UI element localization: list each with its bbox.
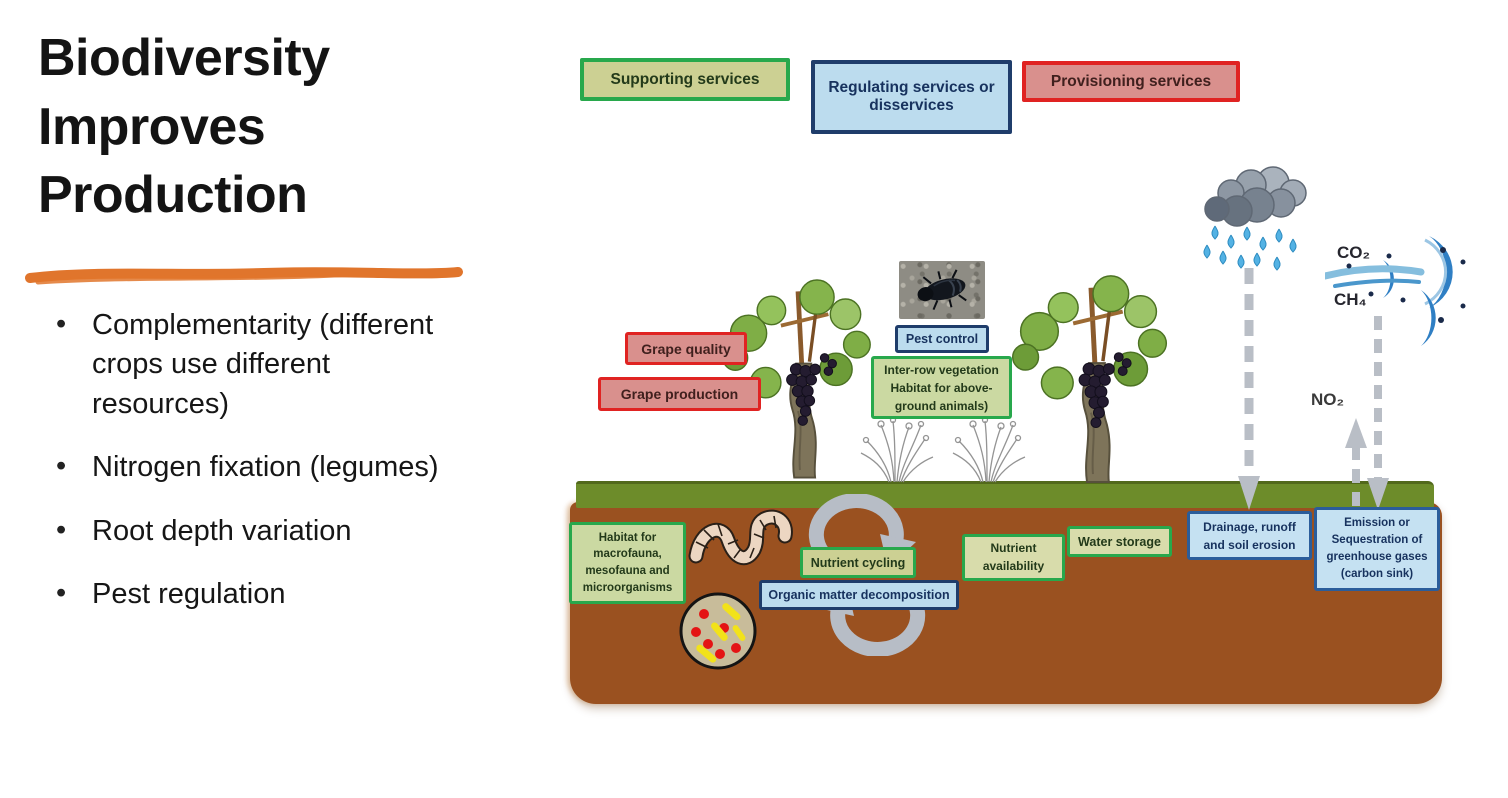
title-line-3: Production bbox=[38, 166, 308, 225]
raindrops bbox=[1203, 225, 1297, 271]
microorganisms-illustration bbox=[679, 592, 757, 670]
grape-clusters bbox=[1078, 352, 1132, 429]
ch4-gas-label: CH₄ bbox=[1334, 290, 1367, 309]
no2-emission-arrow bbox=[1345, 418, 1367, 522]
habitat-line-2: macrofauna, bbox=[593, 548, 662, 561]
legend-regulating-label: Regulating services or disservices bbox=[828, 79, 995, 114]
organic-matter-label: Organic matter decomposition bbox=[768, 588, 950, 602]
drainage-line-1: Drainage, runoff bbox=[1203, 519, 1296, 534]
title-line-1: Biodiversity bbox=[38, 29, 330, 87]
legend-supporting-label: Supporting services bbox=[610, 70, 760, 88]
organic-matter-box: Organic matter decomposition bbox=[759, 580, 959, 610]
grape-quality-box: Grape quality bbox=[625, 332, 747, 365]
earthworm-illustration bbox=[688, 509, 793, 566]
bullet-nitrogen-fixation: Nitrogen fixation (legumes) bbox=[46, 447, 464, 487]
grape-quality-label: Grape quality bbox=[641, 340, 731, 357]
no2-gas-label: NO₂ bbox=[1311, 390, 1345, 409]
habitat-line-1: Habitat for bbox=[598, 531, 657, 544]
microbe-rods bbox=[696, 603, 746, 663]
emission-sequestration-box: Emission or Sequestration of greenhouse … bbox=[1314, 507, 1440, 591]
water-storage-label: Water storage bbox=[1078, 534, 1161, 549]
title-line-2: Improves bbox=[38, 97, 266, 156]
drainage-line-2: and soil erosion bbox=[1203, 537, 1296, 552]
page-title: Biodiversity Improves Production bbox=[38, 24, 508, 230]
emission-line-4: (carbon sink) bbox=[1340, 568, 1414, 581]
bullet-complementarity: Complementarity (different crops use dif… bbox=[46, 305, 464, 424]
vine-leaves bbox=[722, 279, 871, 399]
water-storage-box: Water storage bbox=[1067, 526, 1172, 557]
co2-gas-label: CO₂ bbox=[1337, 243, 1371, 262]
bullet-pest-regulation: Pest regulation bbox=[46, 574, 464, 614]
bullet-root-depth: Root depth variation bbox=[46, 511, 464, 551]
title-accent-underline bbox=[25, 267, 463, 285]
grapevine-right-illustration bbox=[1011, 275, 1168, 484]
nutrient-availability-box: Nutrient availability bbox=[962, 534, 1065, 581]
nutrient-availability-line-1: Nutrient bbox=[990, 541, 1037, 556]
bullet-list: Complementarity (different crops use dif… bbox=[46, 305, 464, 639]
habitat-line-4: microorganisms bbox=[582, 581, 673, 594]
pest-control-label: Pest control bbox=[905, 332, 979, 346]
beetle-icon bbox=[917, 269, 967, 311]
inter-row-vegetation-box: Inter-row vegetation Habitat for above- … bbox=[871, 356, 1012, 419]
legend-provisioning-label: Provisioning services bbox=[1050, 72, 1212, 90]
rain-cloud-icon bbox=[1203, 166, 1307, 271]
inter-row-vegetation-sketch-right bbox=[952, 417, 1026, 483]
nutrient-cycling-box: Nutrient cycling bbox=[800, 547, 916, 578]
inter-row-line-3: ground animals) bbox=[894, 398, 989, 413]
air-particles bbox=[1346, 247, 1466, 323]
emission-line-3: greenhouse gases bbox=[1326, 551, 1428, 563]
wind-icon bbox=[1325, 236, 1466, 346]
legend-regulating-services: Regulating services or disservices bbox=[811, 60, 1012, 134]
gas-deposition-arrow bbox=[1367, 316, 1389, 510]
vine-leaves bbox=[1011, 275, 1168, 400]
grass-strip bbox=[576, 481, 1434, 508]
drainage-box: Drainage, runoff and soil erosion bbox=[1187, 511, 1312, 560]
soil-habitat-box: Habitat for macrofauna, mesofauna and mi… bbox=[569, 522, 686, 604]
nutrient-availability-line-2: availability bbox=[982, 558, 1045, 573]
inter-row-line-2: Habitat for above- bbox=[890, 380, 993, 395]
bacteria-dots bbox=[691, 609, 741, 659]
pest-control-box: Pest control bbox=[895, 325, 989, 353]
emission-line-1: Emission or bbox=[1344, 516, 1410, 529]
grape-production-box: Grape production bbox=[598, 377, 761, 411]
grape-clusters bbox=[786, 353, 837, 426]
inter-row-line-1: Inter-row vegetation bbox=[884, 362, 999, 377]
nutrient-cycling-label: Nutrient cycling bbox=[810, 555, 906, 570]
habitat-line-3: mesofauna and bbox=[585, 565, 670, 577]
emission-line-2: Sequestration of bbox=[1331, 533, 1423, 546]
beetle-photo bbox=[899, 261, 985, 319]
inter-row-vegetation-sketch-left bbox=[860, 417, 934, 483]
legend-provisioning-services: Provisioning services bbox=[1022, 61, 1240, 102]
grapevine-left-illustration bbox=[722, 279, 871, 479]
rain-infiltration-arrow bbox=[1238, 268, 1260, 510]
grape-production-label: Grape production bbox=[620, 386, 739, 402]
legend-supporting-services: Supporting services bbox=[580, 58, 790, 101]
